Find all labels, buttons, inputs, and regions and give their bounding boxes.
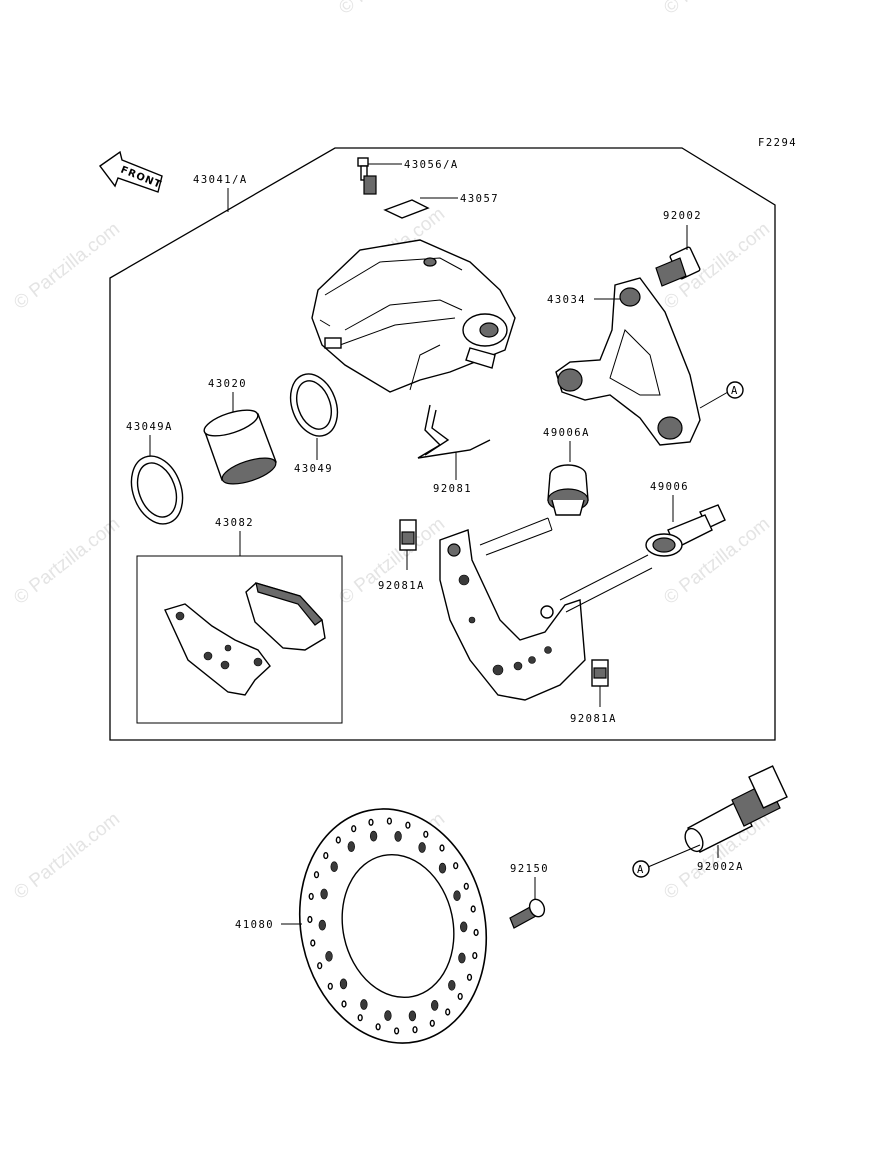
bolt-lower-part [647,765,788,868]
disc-hole [327,982,333,990]
part-label-pad-assy: 43082 [215,517,254,529]
pad-set-box [136,555,343,724]
part-label-bleeder-cap: 43057 [460,193,499,205]
disc-hole [369,830,378,842]
boot-a-part [547,464,589,516]
disc-hole [408,1010,417,1022]
caliper-body-part [311,239,516,393]
reference-mark-a-upper [726,381,744,399]
clip-right-part [591,659,609,707]
disc-hole [360,999,368,1010]
disc-hole [347,841,355,852]
disc-hole [394,831,402,842]
part-label-disc-bolt: 92150 [510,863,549,875]
disc-hole [318,919,326,931]
disc-hole [320,888,328,900]
disc-hole [431,1000,439,1011]
piston-part [203,409,277,485]
spring-clip-part [417,404,491,480]
disc-hole [307,915,313,924]
assembly-outline [109,147,776,741]
disc-hole [473,928,479,937]
front-arrow-icon: FRONT [99,150,163,193]
disc-holes [307,817,479,1035]
disc-hole [323,852,329,860]
disc-hole [357,1014,363,1022]
disc-hole [438,862,447,874]
part-label-clip-right: 92081A [570,713,617,725]
disc-hole [472,952,478,960]
part-label-piston-seal: 43049 [294,463,333,475]
part-label-bleeder-valve: 43056/A [404,159,459,171]
disc-hole [384,1010,392,1021]
disc-hole [375,1023,381,1031]
disc-hole [393,1027,400,1035]
watermark: © Partzilla.com [335,0,449,19]
bleeder-cap-part [383,197,458,219]
reference-mark-a-lower-label: A [637,864,644,876]
watermark: © Partzilla.com [10,514,124,609]
disc-hole [460,921,468,933]
disc-hole [453,890,461,902]
dust-seal-part [130,455,184,525]
holder-bracket-part [555,277,729,446]
part-label-boot: 49006 [650,481,689,493]
disc-hole [341,1000,347,1008]
disc-hole [339,978,348,990]
disc-hole [310,939,316,947]
part-label-bolt-lower: 92002A [697,861,744,873]
figure-code: F2294 [758,137,797,149]
disc-hole [453,862,459,870]
part-label-clip-left: 92081A [378,580,425,592]
watermark: © Partzilla.com [335,514,449,609]
part-label-spring-clip: 92081 [433,483,472,495]
part-label-dust-seal: 43049A [126,421,173,433]
disc-hole [317,962,323,970]
disc-hole [439,844,445,852]
watermark: © Partzilla.com [10,809,124,904]
watermark: © Partzilla.com [10,219,124,314]
disc-hole [423,830,429,838]
disc-bolt-part [509,898,546,929]
disc-hole [325,950,333,962]
reference-mark-a-upper-label: A [731,385,738,397]
part-label-boot-a: 49006A [543,427,590,439]
disc-hole [368,818,374,826]
boot-part [645,504,726,557]
disc-hole [470,905,476,913]
disc-hole [457,992,463,1000]
disc-hole [448,979,456,991]
watermark: © Partzilla.com [660,0,774,19]
disc-hole [418,842,426,853]
disc-hole [463,882,469,890]
disc-hole [429,1019,435,1027]
bleeder-valve-part [357,157,402,195]
part-label-piston: 43020 [208,378,247,390]
disc-hole [458,952,466,964]
brake-disc-part [298,808,488,1044]
part-label-disc: 41080 [235,919,274,931]
disc-hole [351,825,357,833]
part-label-bolt-upper: 92002 [663,210,702,222]
disc-hole [405,821,411,829]
disc-hole [335,836,341,844]
clip-left-part [399,519,417,570]
disc-hole [308,892,314,900]
part-label-caliper-assy: 43041/A [193,174,248,186]
disc-hole [445,1008,451,1016]
bolt-upper-part [655,225,701,287]
watermark-layer: © Partzilla.com © Partzilla.com © Partzi… [10,0,774,904]
disc-hole [466,973,473,981]
brake-pad-part [164,582,326,696]
disc-hole [386,817,393,825]
disc-hole [330,861,338,873]
caliper-bracket-part [439,517,653,701]
reference-mark-a-lower [632,860,650,878]
disc-hole [412,1026,418,1034]
part-label-holder: 43034 [547,294,586,306]
disc-hole [313,871,320,879]
piston-seal-part [289,373,339,437]
